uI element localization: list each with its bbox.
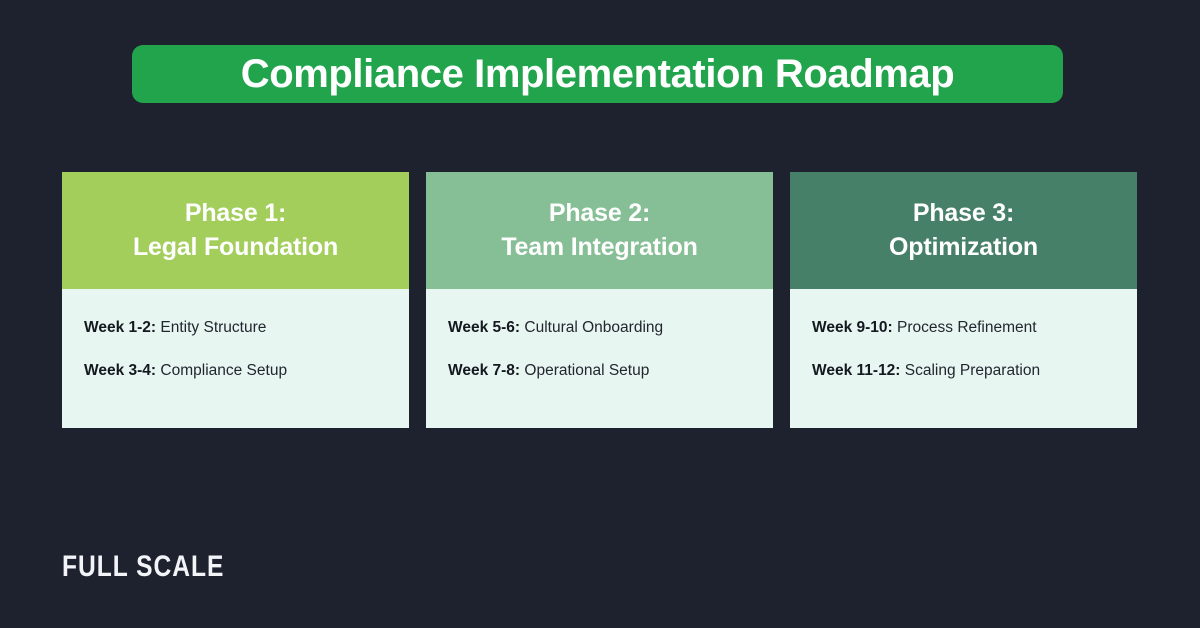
phase-card-header: Phase 1: Legal Foundation — [62, 172, 409, 289]
phase-label: Phase 3: — [912, 199, 1015, 227]
phase-card-group: Phase 1: Legal Foundation Week 1-2: Enti… — [62, 172, 1137, 428]
phase-name: Team Integration — [501, 232, 698, 261]
week-range: Week 9-10: — [812, 319, 893, 336]
phase-card-header: Phase 3: Optimization — [790, 172, 1137, 289]
list-item: Week 7-8: Operational Setup — [448, 361, 751, 379]
phase-card: Phase 1: Legal Foundation Week 1-2: Enti… — [62, 172, 409, 428]
phase-label: Phase 2: — [548, 199, 651, 227]
task-label: Scaling Preparation — [904, 361, 1041, 379]
phase-name: Optimization — [889, 232, 1038, 261]
list-item: Week 11-12: Scaling Preparation — [812, 361, 1115, 379]
phase-label: Phase 1: — [184, 199, 287, 227]
task-label: Process Refinement — [897, 319, 1037, 336]
phase-name: Legal Foundation — [132, 232, 339, 261]
list-item: Week 3-4: Compliance Setup — [84, 361, 387, 379]
list-item: Week 9-10: Process Refinement — [812, 320, 1115, 336]
week-range: Week 3-4: — [84, 361, 157, 379]
week-range: Week 1-2: — [84, 319, 157, 336]
phase-card: Phase 3: Optimization Week 9-10: Process… — [790, 172, 1137, 428]
phase-card-body: Week 9-10: Process Refinement Week 11-12… — [790, 289, 1137, 428]
task-label: Compliance Setup — [160, 361, 288, 379]
list-item: Week 5-6: Cultural Onboarding — [448, 320, 751, 336]
list-item: Week 1-2: Entity Structure — [84, 320, 387, 336]
week-range: Week 11-12: — [812, 361, 901, 379]
phase-card-body: Week 5-6: Cultural Onboarding Week 7-8: … — [426, 289, 773, 428]
phase-card: Phase 2: Team Integration Week 5-6: Cult… — [426, 172, 773, 428]
brand-logo: FULL SCALE — [62, 550, 225, 583]
task-label: Cultural Onboarding — [524, 319, 664, 336]
phase-card-body: Week 1-2: Entity Structure Week 3-4: Com… — [62, 289, 409, 428]
page-title: Compliance Implementation Roadmap — [240, 52, 955, 96]
week-range: Week 5-6: — [448, 319, 521, 336]
task-label: Entity Structure — [160, 319, 267, 336]
week-range: Week 7-8: — [448, 361, 521, 379]
phase-card-header: Phase 2: Team Integration — [426, 172, 773, 289]
title-banner: Compliance Implementation Roadmap — [132, 45, 1063, 103]
task-label: Operational Setup — [524, 361, 650, 379]
